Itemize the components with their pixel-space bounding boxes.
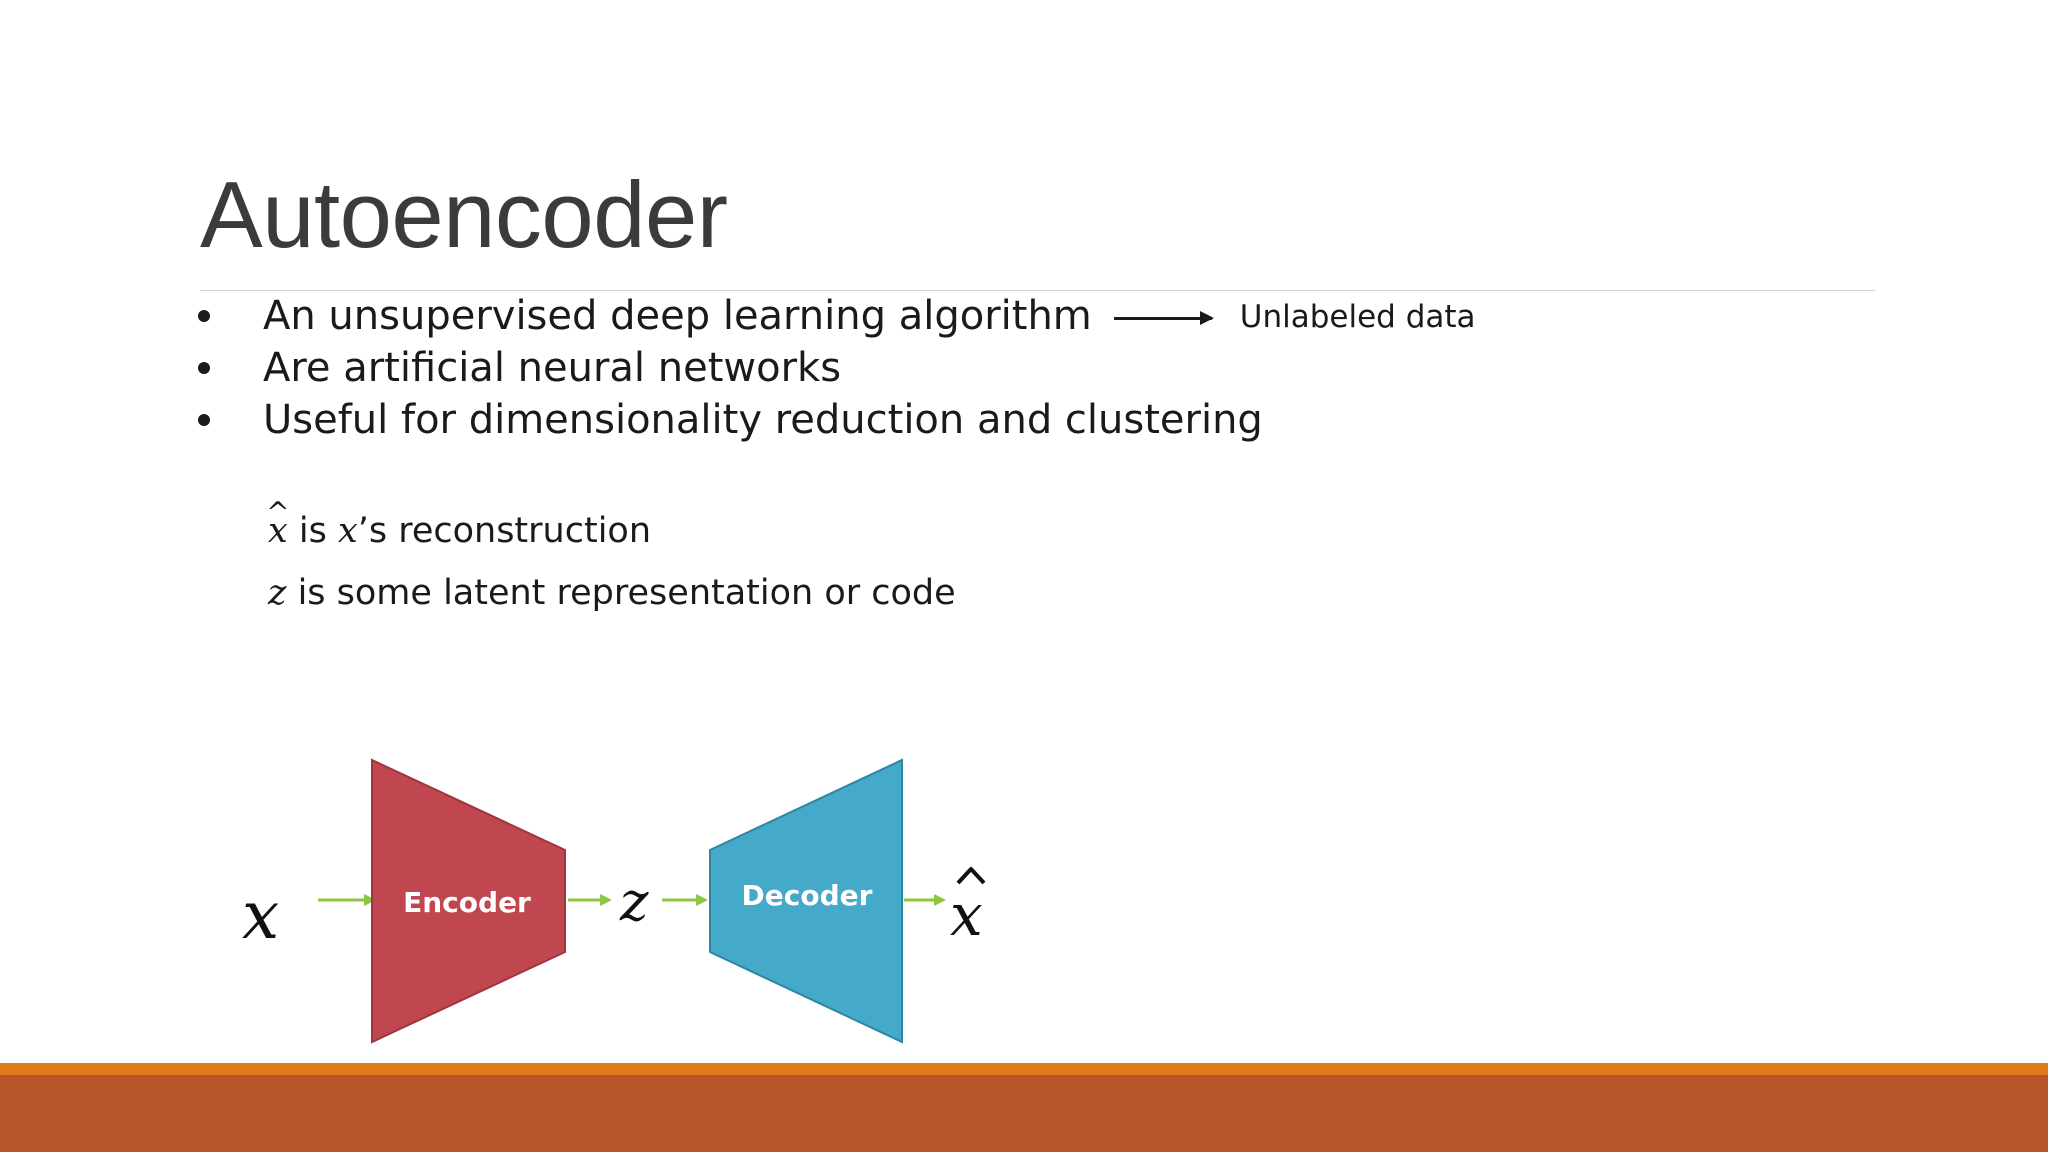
hat-icon [956, 867, 986, 885]
x-hat-symbol: x [268, 511, 288, 551]
encoder-block [371, 758, 566, 1044]
bullet-dot [198, 362, 210, 374]
notes: x is x ’s reconstruction z is some laten… [268, 500, 956, 624]
autoencoder-diagram: x Encoder z Decoder x [242, 758, 986, 1044]
arrow-latent-decoder [662, 894, 708, 906]
note-reconstruction: x is x ’s reconstruction [268, 500, 956, 562]
arrow-input-encoder [318, 894, 376, 906]
bullet-list: An unsupervised deep learning algorithm … [190, 290, 1476, 446]
bullet-dot [198, 414, 210, 426]
footer-bar [0, 1075, 2048, 1152]
note-text: is some latent representation or code [286, 573, 956, 613]
latent-label: z [619, 870, 649, 933]
arrow-right-icon [1113, 310, 1214, 325]
note-text: ’s reconstruction [357, 511, 652, 551]
encoder-label: Encoder [403, 886, 531, 919]
z-symbol: z [268, 573, 287, 613]
note-latent: z is some latent representation or code [268, 562, 956, 624]
bullet-dot [198, 310, 210, 322]
note-text: is [287, 511, 338, 551]
arrow-encoder-latent [568, 894, 612, 906]
bullet-item: An unsupervised deep learning algorithm … [190, 290, 1476, 342]
bullet-text: An unsupervised deep learning algorithm [263, 293, 1092, 339]
footer-accent-bar [0, 1063, 2048, 1075]
output-label: x [950, 881, 983, 949]
decoder-label: Decoder [742, 879, 873, 912]
decoder-block [709, 758, 903, 1044]
title-divider [200, 290, 1875, 291]
slide-title: Autoencoder [200, 162, 728, 267]
bullet-text: Useful for dimensionality reduction and … [263, 397, 1263, 443]
bullet-item: Are artificial neural networks [190, 342, 1476, 394]
bullet-item: Useful for dimensionality reduction and … [190, 394, 1476, 446]
input-label: x [242, 877, 279, 954]
x-symbol: x [337, 511, 358, 551]
arrow-decoder-output [904, 894, 946, 906]
bullet-text: Are artificial neural networks [263, 345, 842, 391]
bullet-annotation: Unlabeled data [1239, 299, 1476, 335]
